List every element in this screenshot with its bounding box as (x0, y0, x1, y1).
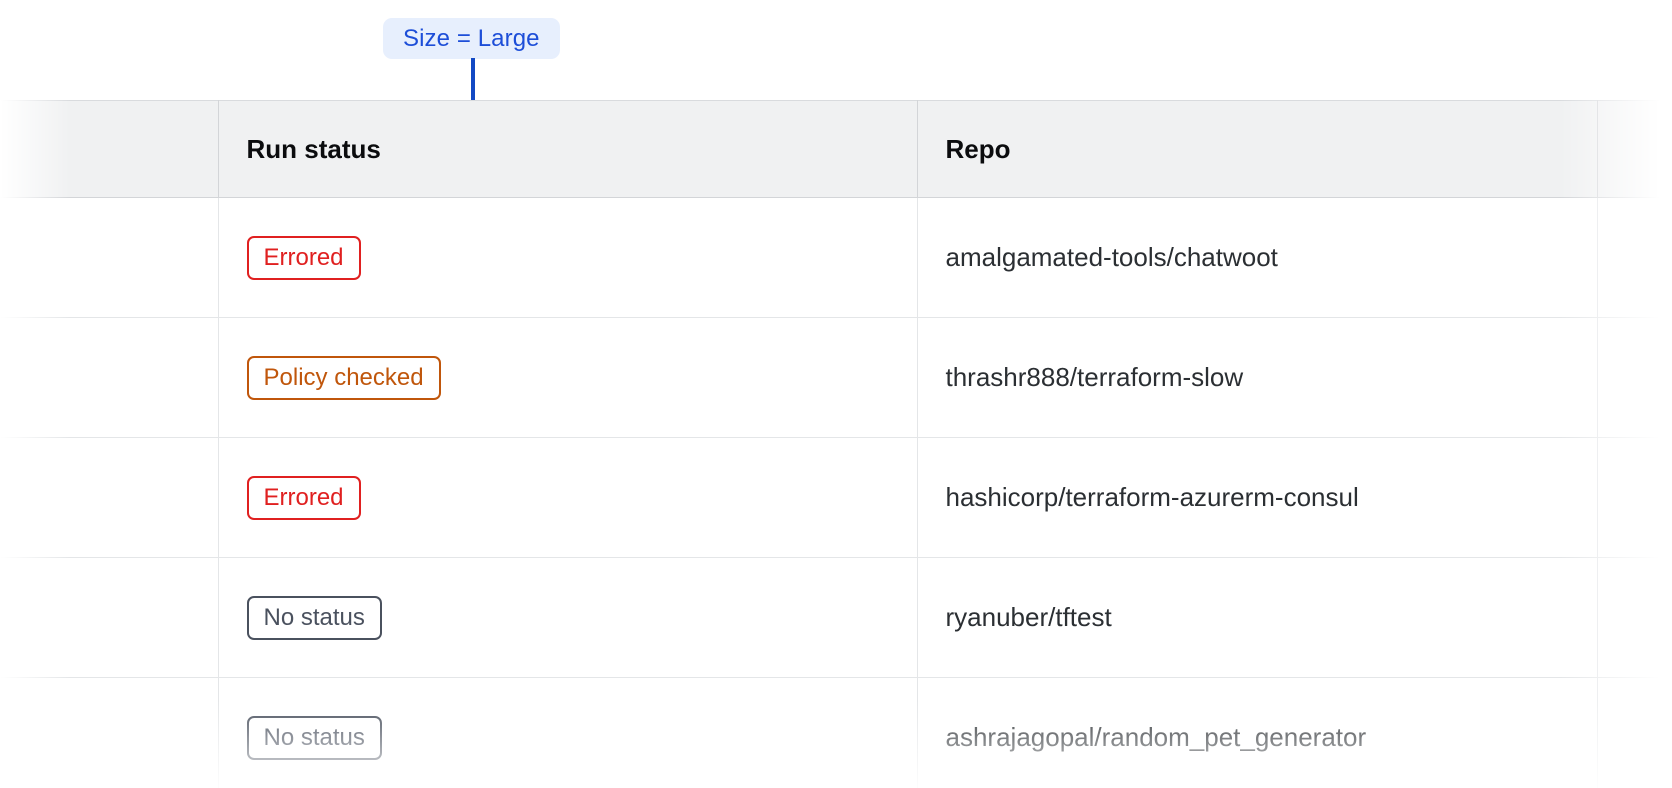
column-header-overflow[interactable] (1597, 100, 1672, 198)
table-head: Run status Repo (0, 100, 1672, 198)
runs-table-container: Run status Repo Errored amalgamated-tool… (0, 100, 1672, 788)
row-repo-cell: amalgamated-tools/chatwoot (917, 197, 1598, 318)
row-overflow-cell[interactable] (1597, 557, 1672, 678)
annotation-size-badge: Size = Large (383, 18, 560, 59)
row-status-cell: No status (218, 677, 918, 788)
status-badge[interactable]: Errored (246, 235, 361, 280)
row-select-cell[interactable] (0, 197, 219, 318)
row-select-cell[interactable] (0, 437, 219, 558)
column-header-repo[interactable]: Repo (917, 100, 1598, 198)
table-row[interactable]: No status ashrajagopal/random_pet_genera… (0, 677, 1672, 788)
table-row[interactable]: No status ryanuber/tftest (0, 557, 1672, 678)
repo-name: thrashr888/terraform-slow (945, 362, 1244, 392)
table-body: Errored amalgamated-tools/chatwoot Polic… (0, 197, 1672, 788)
row-select-cell[interactable] (0, 317, 219, 438)
table-header-row: Run status Repo (0, 100, 1672, 198)
repo-name: amalgamated-tools/chatwoot (945, 242, 1278, 272)
row-overflow-cell[interactable] (1597, 437, 1672, 558)
row-status-cell: Errored (218, 437, 918, 558)
status-badge[interactable]: Policy checked (246, 355, 441, 400)
row-repo-cell: ashrajagopal/random_pet_generator (917, 677, 1598, 788)
column-header-run-status[interactable]: Run status (218, 100, 918, 198)
row-repo-cell: ryanuber/tftest (917, 557, 1598, 678)
table-row[interactable]: Errored hashicorp/terraform-azurerm-cons… (0, 437, 1672, 558)
row-status-cell: Policy checked (218, 317, 918, 438)
status-badge[interactable]: No status (246, 715, 382, 760)
status-badge[interactable]: No status (246, 595, 382, 640)
row-repo-cell: thrashr888/terraform-slow (917, 317, 1598, 438)
row-select-cell[interactable] (0, 677, 219, 788)
row-overflow-cell[interactable] (1597, 677, 1672, 788)
repo-name: ryanuber/tftest (945, 602, 1112, 632)
repo-name: hashicorp/terraform-azurerm-consul (945, 482, 1359, 512)
status-badge[interactable]: Errored (246, 475, 361, 520)
repo-name: ashrajagopal/random_pet_generator (945, 722, 1367, 752)
row-status-cell: Errored (218, 197, 918, 318)
row-overflow-cell[interactable] (1597, 197, 1672, 318)
column-header-select[interactable] (0, 100, 219, 198)
row-status-cell: No status (218, 557, 918, 678)
row-select-cell[interactable] (0, 557, 219, 678)
row-overflow-cell[interactable] (1597, 317, 1672, 438)
runs-table: Run status Repo Errored amalgamated-tool… (0, 100, 1672, 788)
table-row[interactable]: Policy checked thrashr888/terraform-slow (0, 317, 1672, 438)
table-row[interactable]: Errored amalgamated-tools/chatwoot (0, 197, 1672, 318)
row-repo-cell: hashicorp/terraform-azurerm-consul (917, 437, 1598, 558)
